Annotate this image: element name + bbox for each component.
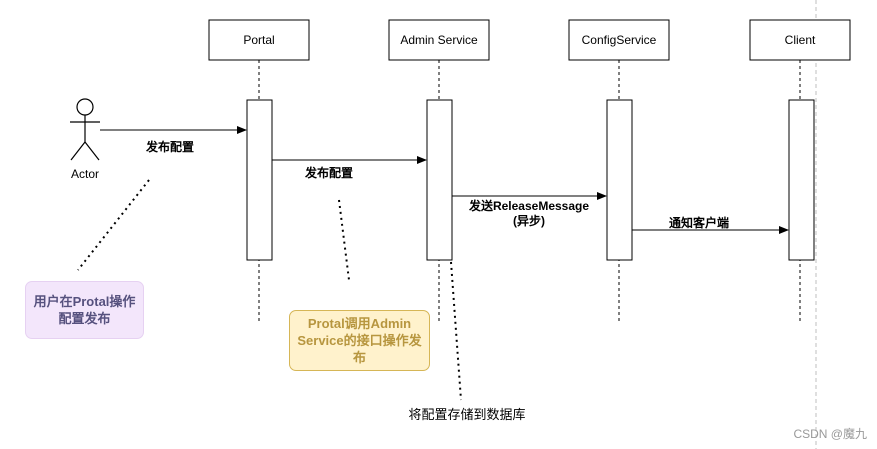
portal-label: Portal	[243, 33, 274, 47]
message-label-sub: (异步)	[513, 213, 545, 228]
config-header-box	[568, 19, 670, 61]
message-label: 发布配置	[145, 139, 194, 154]
yellow-note-line: Protal调用Admin	[307, 316, 412, 331]
admin-activation	[426, 99, 453, 261]
db-note-text: 将配置存储到数据库	[408, 407, 525, 422]
purple-note[interactable]: 用户在Protal操作 配置发布	[25, 281, 144, 339]
yellow-note-line: Service的接口操作发	[297, 333, 422, 348]
yellow-note-connector	[338, 199, 350, 281]
actor-label: Actor	[71, 167, 99, 181]
participant-config-service[interactable]: ConfigService	[568, 19, 670, 322]
participant-client[interactable]: Client	[749, 19, 851, 322]
client-label: Client	[785, 33, 816, 47]
portal-activation	[246, 99, 273, 261]
yellow-note[interactable]: Protal调用Admin Service的接口操作发 布	[289, 310, 430, 371]
message-actor-to-portal[interactable]: 发布配置	[100, 126, 247, 154]
message-admin-to-config[interactable]: 发送ReleaseMessage (异步)	[452, 192, 607, 228]
client-activation	[788, 99, 815, 261]
db-note-connector	[450, 261, 462, 401]
participant-admin-service[interactable]: Admin Service	[388, 19, 490, 322]
purple-note-line: 用户在Protal操作	[33, 294, 136, 309]
admin-label: Admin Service	[400, 33, 478, 47]
purple-note-connector	[77, 179, 150, 271]
watermark: CSDN @魔九	[793, 427, 867, 441]
yellow-note-line: 布	[352, 350, 366, 365]
client-header-box	[749, 19, 851, 61]
actor-figure[interactable]	[70, 98, 100, 161]
message-label: 发送ReleaseMessage	[468, 198, 589, 213]
message-label: 通知客户端	[669, 215, 729, 230]
admin-header-box	[388, 19, 490, 61]
portal-header-box	[208, 19, 310, 61]
message-label: 发布配置	[304, 165, 353, 180]
actor-head-icon	[76, 98, 94, 116]
message-portal-to-admin[interactable]: 发布配置	[272, 156, 427, 180]
message-config-to-client[interactable]: 通知客户端	[632, 215, 789, 234]
purple-note-line: 配置发布	[58, 311, 111, 326]
config-activation	[606, 99, 633, 261]
participant-portal[interactable]: Portal	[208, 19, 310, 322]
config-label: ConfigService	[582, 33, 657, 47]
